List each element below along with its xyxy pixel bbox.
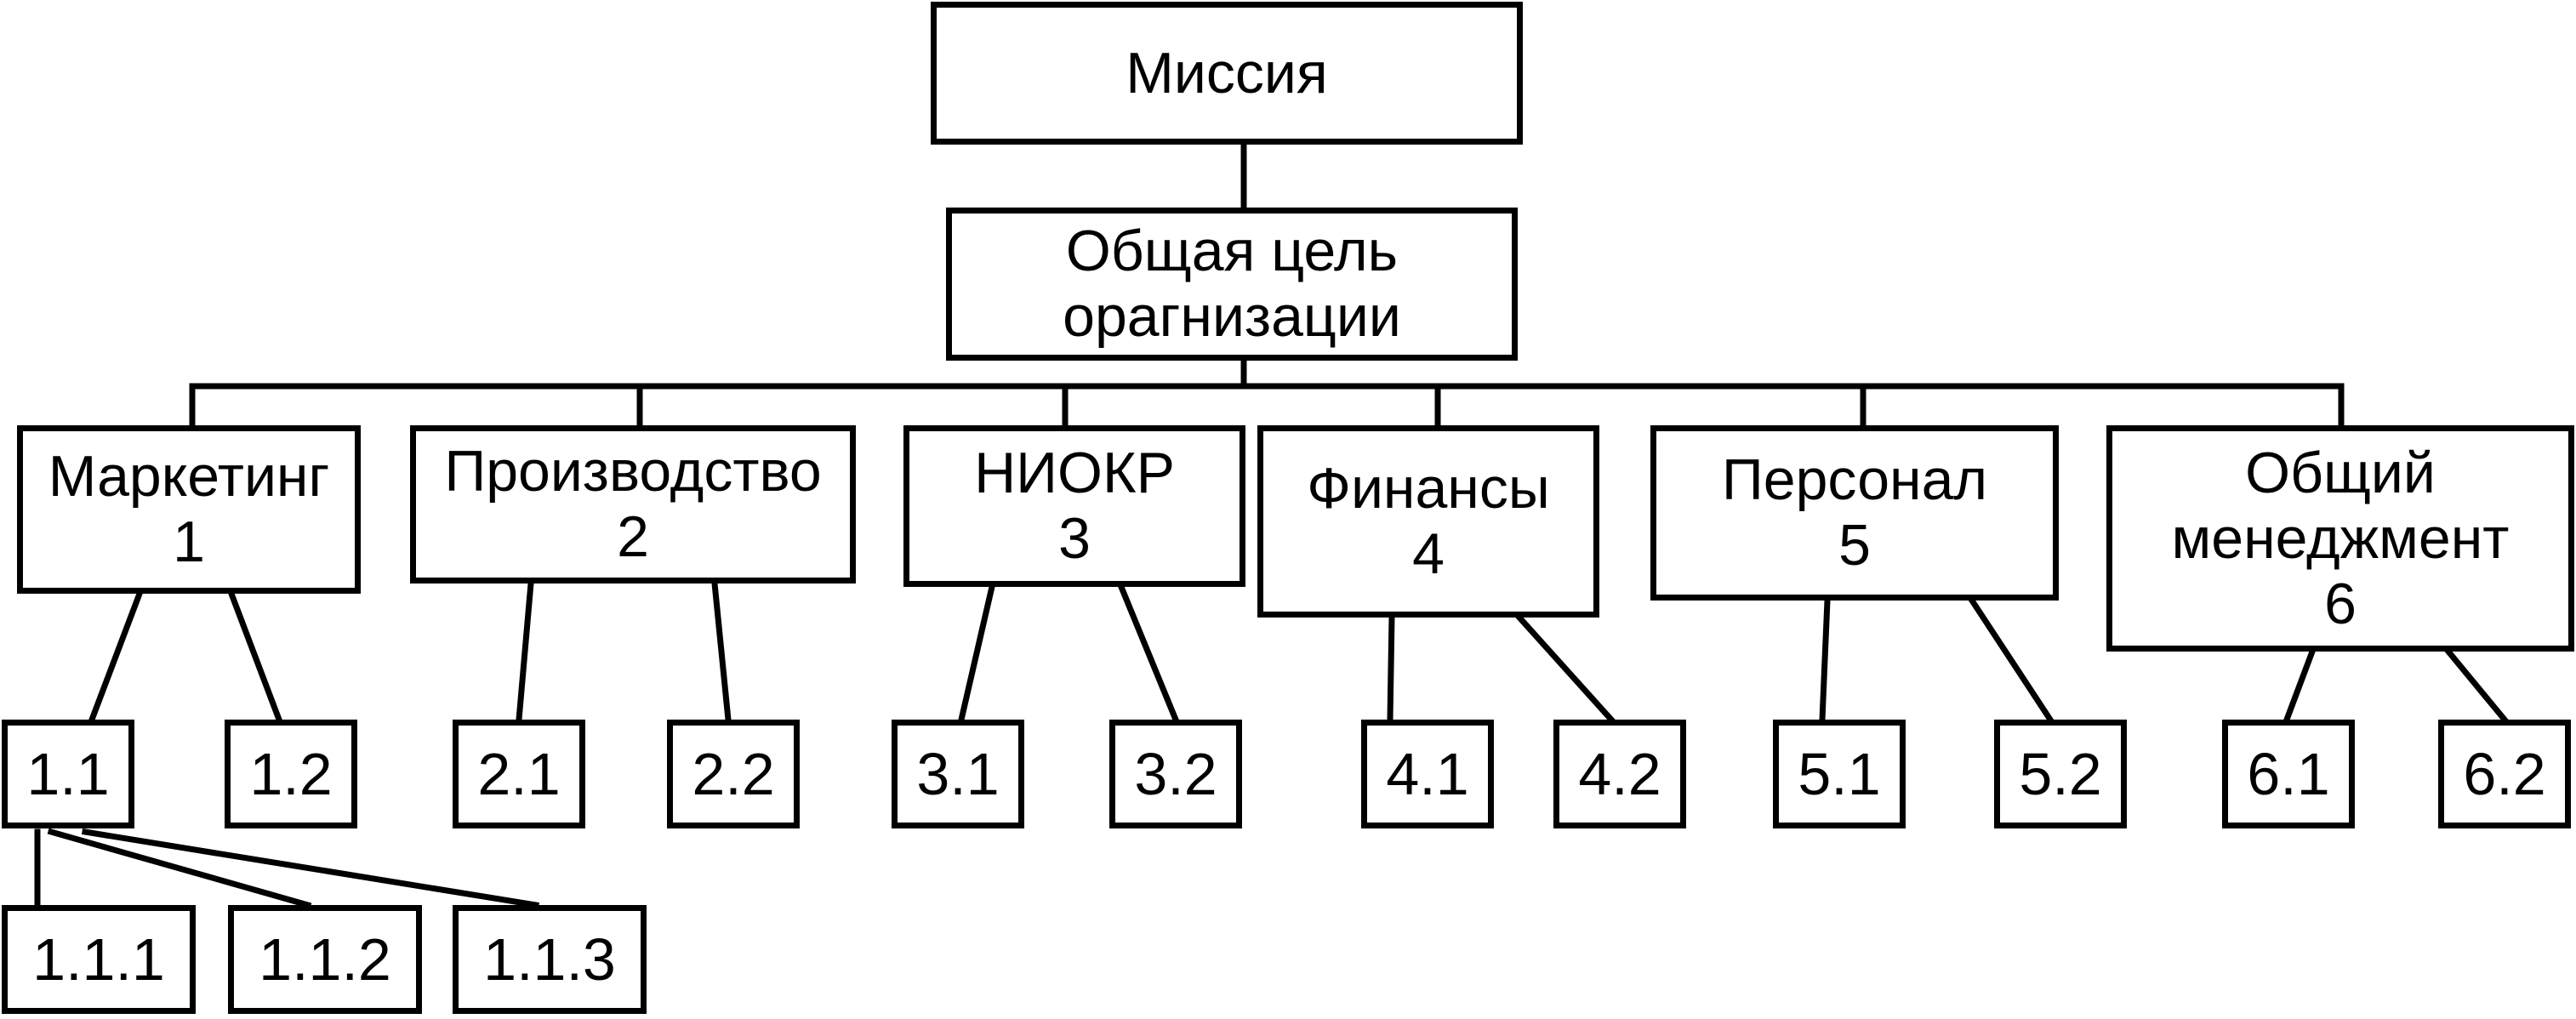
- connector-5-2: [1968, 596, 2055, 724]
- mission-label: Миссия: [1126, 40, 1328, 105]
- function-label-general-management: Общий менеджмент 6: [2171, 440, 2510, 636]
- task-label: 1.1.2: [259, 926, 391, 993]
- connector-1-2: [227, 589, 283, 724]
- subgoal-label: 4.1: [1386, 741, 1469, 807]
- subgoal-label: 2.2: [692, 741, 775, 807]
- subgoal-box-1-1: 1.1: [2, 720, 134, 828]
- subgoal-label: 1.2: [249, 741, 333, 807]
- subgoal-label: 2.1: [477, 741, 561, 807]
- subgoal-label: 3.1: [916, 741, 1000, 807]
- connector-1-1-2: [47, 828, 312, 909]
- subgoal-box-2-2: 2.2: [667, 720, 800, 828]
- connector-4-1: [1387, 614, 1395, 723]
- subgoal-label: 3.2: [1134, 741, 1217, 807]
- subgoal-label: 5.1: [1798, 741, 1881, 807]
- connector-2-1: [516, 580, 534, 723]
- subgoal-box-6-2: 6.2: [2438, 720, 2571, 828]
- connector-2-2: [711, 580, 732, 723]
- function-box-finance: Финансы 4: [1257, 425, 1599, 618]
- subgoal-label: 6.1: [2247, 741, 2330, 807]
- subgoal-label: 5.2: [2019, 741, 2102, 807]
- task-box-1-1-3: 1.1.3: [453, 905, 647, 1014]
- subgoal-box-3-1: 3.1: [892, 720, 1024, 828]
- subgoal-box-4-1: 4.1: [1361, 720, 1494, 828]
- function-box-marketing: Маркетинг 1: [17, 425, 361, 594]
- connector-3-2: [1117, 583, 1180, 724]
- subgoal-box-6-1: 6.1: [2222, 720, 2355, 828]
- connector-4-2: [1515, 613, 1616, 724]
- mission-box: Миссия: [931, 2, 1523, 145]
- subgoal-label: 1.1: [26, 741, 110, 807]
- task-box-1-1-1: 1.1.1: [2, 905, 196, 1014]
- subgoal-box-1-2: 1.2: [225, 720, 357, 828]
- task-label: 1.1.1: [32, 926, 165, 993]
- subgoal-box-3-2: 3.2: [1109, 720, 1242, 828]
- connector-6-2: [2444, 647, 2509, 724]
- connector-1-1: [88, 589, 144, 724]
- subgoal-label: 6.2: [2463, 741, 2546, 807]
- function-box-general-management: Общий менеджмент 6: [2106, 425, 2574, 652]
- subgoal-box-5-1: 5.1: [1773, 720, 1906, 828]
- function-label-marketing: Маркетинг 1: [48, 444, 330, 574]
- connector-6-1: [2282, 647, 2317, 724]
- function-label-finance: Финансы 4: [1307, 456, 1550, 586]
- subgoal-box-2-1: 2.1: [453, 720, 585, 828]
- function-box-personnel: Персонал 5: [1650, 425, 2059, 601]
- connector-5-1: [1819, 597, 1831, 723]
- task-label: 1.1.3: [483, 926, 616, 993]
- subgoal-box-5-2: 5.2: [1994, 720, 2127, 828]
- connector-3-1: [957, 583, 996, 724]
- subgoal-box-4-2: 4.2: [1553, 720, 1686, 828]
- function-label-production: Производство 2: [444, 439, 822, 569]
- function-box-rnd: НИОКР 3: [903, 425, 1245, 587]
- task-box-1-1-2: 1.1.2: [228, 905, 422, 1014]
- function-label-rnd: НИОКР 3: [974, 441, 1175, 571]
- connector-1-1-3: [81, 828, 540, 909]
- organization-goal-label: Общая цель орагнизации: [1063, 219, 1401, 349]
- organization-goal-box: Общая цель орагнизации: [946, 208, 1518, 361]
- function-box-production: Производство 2: [410, 425, 856, 584]
- subgoal-label: 4.2: [1578, 741, 1661, 807]
- function-label-personnel: Персонал 5: [1721, 447, 1988, 578]
